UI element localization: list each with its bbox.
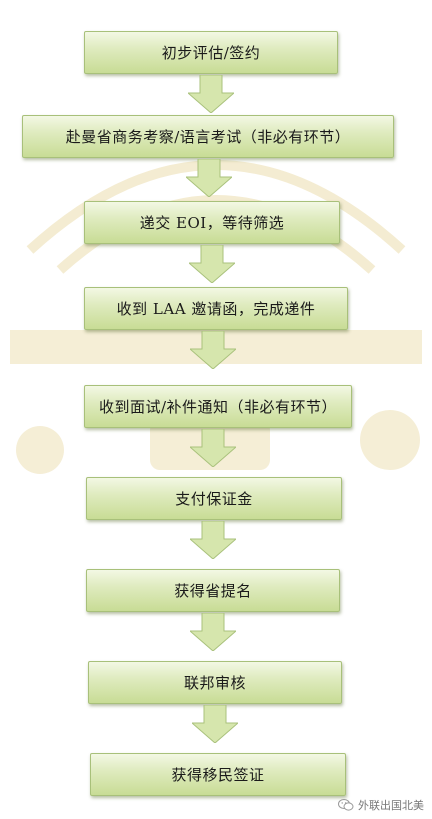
step-label: 递交 EOI，等待筛选 — [139, 214, 285, 232]
account-name: 外联出国北美 — [358, 799, 424, 812]
step-label: 联邦审核 — [183, 674, 246, 692]
step-label: 获得省提名 — [174, 582, 252, 600]
step-label: 获得移民签证 — [171, 766, 265, 784]
down-arrow-icon — [190, 429, 236, 467]
down-arrow-icon — [190, 521, 236, 559]
step-label: 赴曼省商务考察/语言考试（非必有环节） — [65, 128, 351, 146]
step-pay-deposit: 支付保证金 — [86, 477, 342, 520]
step-label: 收到面试/补件通知（非必有环节） — [98, 398, 338, 416]
step-federal-review: 联邦审核 — [88, 661, 342, 704]
account-watermark: 外联出国北美 — [338, 797, 424, 813]
down-arrow-icon — [186, 159, 232, 197]
down-arrow-icon — [192, 705, 238, 743]
step-label: 支付保证金 — [175, 490, 253, 508]
step-initial-assessment: 初步评估/签约 — [84, 31, 338, 74]
step-immigration-visa: 获得移民签证 — [90, 753, 346, 796]
step-receive-laa: 收到 LAA 邀请函，完成递件 — [84, 287, 348, 330]
down-arrow-icon — [188, 75, 234, 113]
step-business-visit-language-test: 赴曼省商务考察/语言考试（非必有环节） — [22, 115, 394, 158]
step-label: 初步评估/签约 — [161, 44, 261, 62]
down-arrow-icon — [189, 245, 235, 283]
step-interview-notice: 收到面试/补件通知（非必有环节） — [84, 385, 352, 428]
step-submit-eoi: 递交 EOI，等待筛选 — [84, 201, 340, 244]
step-label: 收到 LAA 邀请函，完成递件 — [116, 300, 316, 318]
down-arrow-icon — [190, 331, 236, 369]
down-arrow-icon — [190, 613, 236, 651]
step-provincial-nomination: 获得省提名 — [86, 569, 340, 612]
wechat-icon — [338, 799, 354, 811]
